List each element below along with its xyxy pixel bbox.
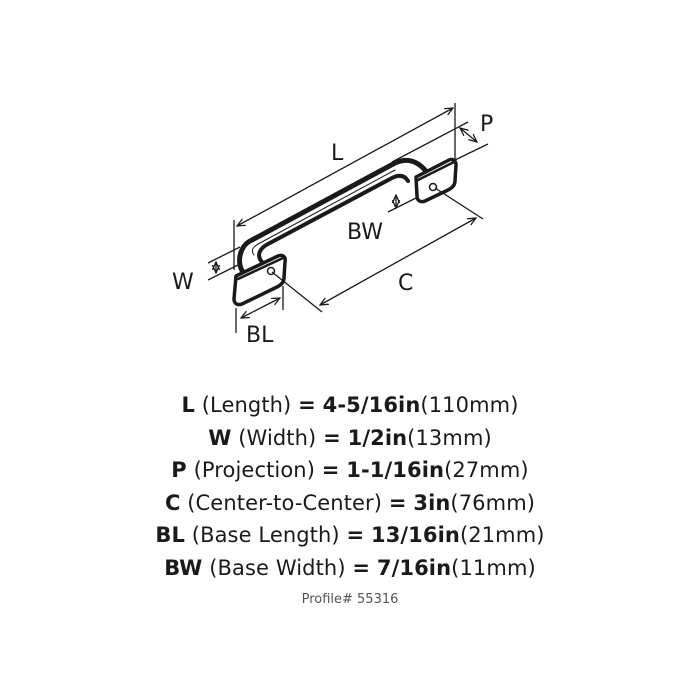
spec-abbr: BW: [164, 555, 203, 580]
spec-abbr: C: [164, 490, 181, 515]
spec-value: 3in: [413, 490, 451, 515]
spec-eq: =: [346, 523, 365, 547]
spec-value: 1/2in: [347, 425, 408, 450]
spec-eq: =: [323, 425, 341, 450]
spec-mm: (110mm): [420, 393, 519, 417]
label-P: P: [480, 112, 493, 137]
spec-value: 1-1/16in: [346, 458, 445, 482]
spec-mm: (13mm): [407, 425, 492, 450]
spec-abbr: BL: [155, 523, 185, 547]
spec-eq: =: [298, 393, 316, 417]
label-L: L: [331, 141, 344, 166]
handle-dimension-diagram: L P BW W C BL: [172, 103, 493, 348]
spec-abbr: L: [181, 393, 195, 417]
spec-name: (Length): [201, 393, 292, 417]
spec-projection: P (Projection) = 1-1/16in(27mm): [0, 454, 700, 487]
spec-value: 4-5/16in: [322, 393, 421, 417]
spec-length: L (Length) = 4-5/16in(110mm): [0, 389, 700, 422]
spec-name: (Base Width): [209, 555, 346, 580]
label-BL: BL: [246, 323, 274, 348]
spec-eq: =: [352, 555, 371, 580]
spec-value: 13/16in: [370, 523, 460, 547]
spec-name: (Width): [238, 425, 317, 450]
spec-base-width: BW (Base Width) = 7/16in(11mm): [0, 552, 700, 585]
spec-mm: (76mm): [450, 490, 536, 515]
label-W: W: [172, 270, 194, 295]
spec-eq: =: [321, 458, 340, 482]
spec-abbr: P: [171, 458, 187, 482]
label-BW: BW: [347, 220, 383, 245]
label-C: C: [398, 271, 413, 296]
profile-number: Profile# 55316: [301, 592, 399, 607]
dimension-lines: [207, 103, 489, 333]
spec-name: (Projection): [193, 458, 316, 482]
spec-mm: (27mm): [444, 458, 529, 482]
spec-mm: (21mm): [459, 523, 545, 547]
dimension-specs: L (Length) = 4-5/16in(110mm) W (Width) =…: [0, 389, 700, 584]
spec-eq: =: [388, 490, 407, 515]
spec-name: (Base Length): [191, 523, 340, 547]
spec-width: W (Width) = 1/2in(13mm): [0, 422, 700, 455]
spec-mm: (11mm): [451, 555, 536, 580]
spec-base-length: BL (Base Length) = 13/16in(21mm): [0, 519, 700, 552]
spec-center-to-center: C (Center-to-Center) = 3in(76mm): [0, 487, 700, 520]
spec-value: 7/16in: [376, 555, 452, 580]
handle-drawing: [232, 157, 458, 307]
spec-name: (Center-to-Center): [187, 490, 383, 515]
spec-abbr: W: [208, 425, 232, 450]
